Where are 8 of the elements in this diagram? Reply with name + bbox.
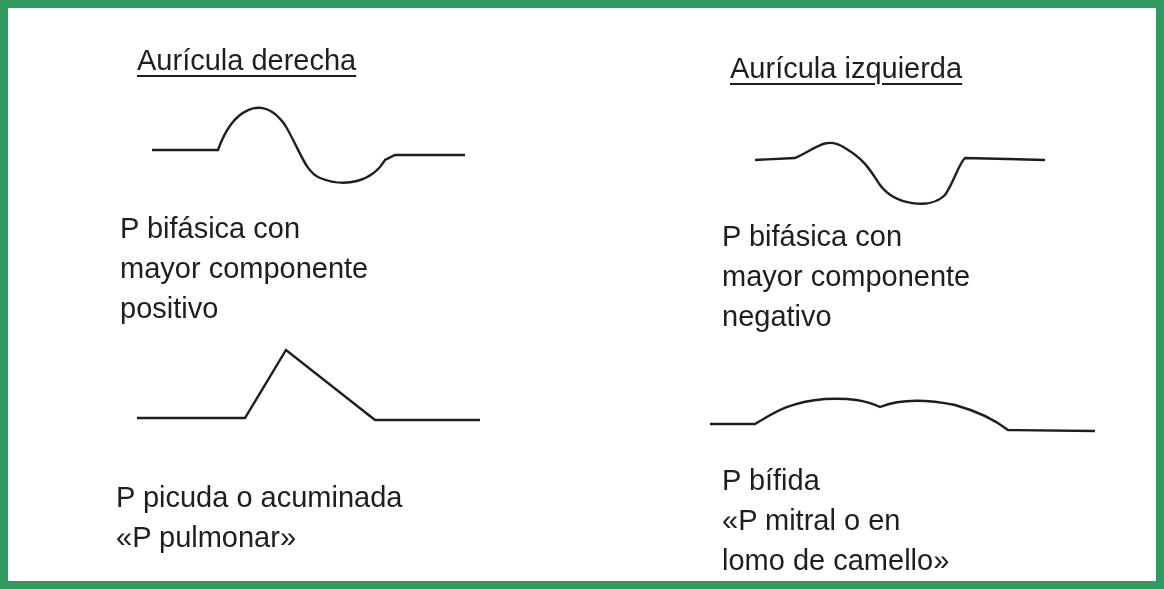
wave-caption: P picuda o acuminada bbox=[116, 480, 404, 515]
column-heading: Aurícula derecha bbox=[137, 43, 358, 78]
wave-nickname: «P mitral o en lomo de camello» bbox=[722, 503, 951, 578]
wave-caption: P bífida bbox=[722, 463, 821, 498]
wave-nickname: «P pulmonar» bbox=[116, 520, 298, 555]
wave-caption: P bifásica con mayor componente negativo bbox=[722, 219, 972, 334]
column-heading: Aurícula izquierda bbox=[730, 51, 964, 86]
wave-caption: P bifásica con mayor componente positivo bbox=[120, 211, 370, 326]
